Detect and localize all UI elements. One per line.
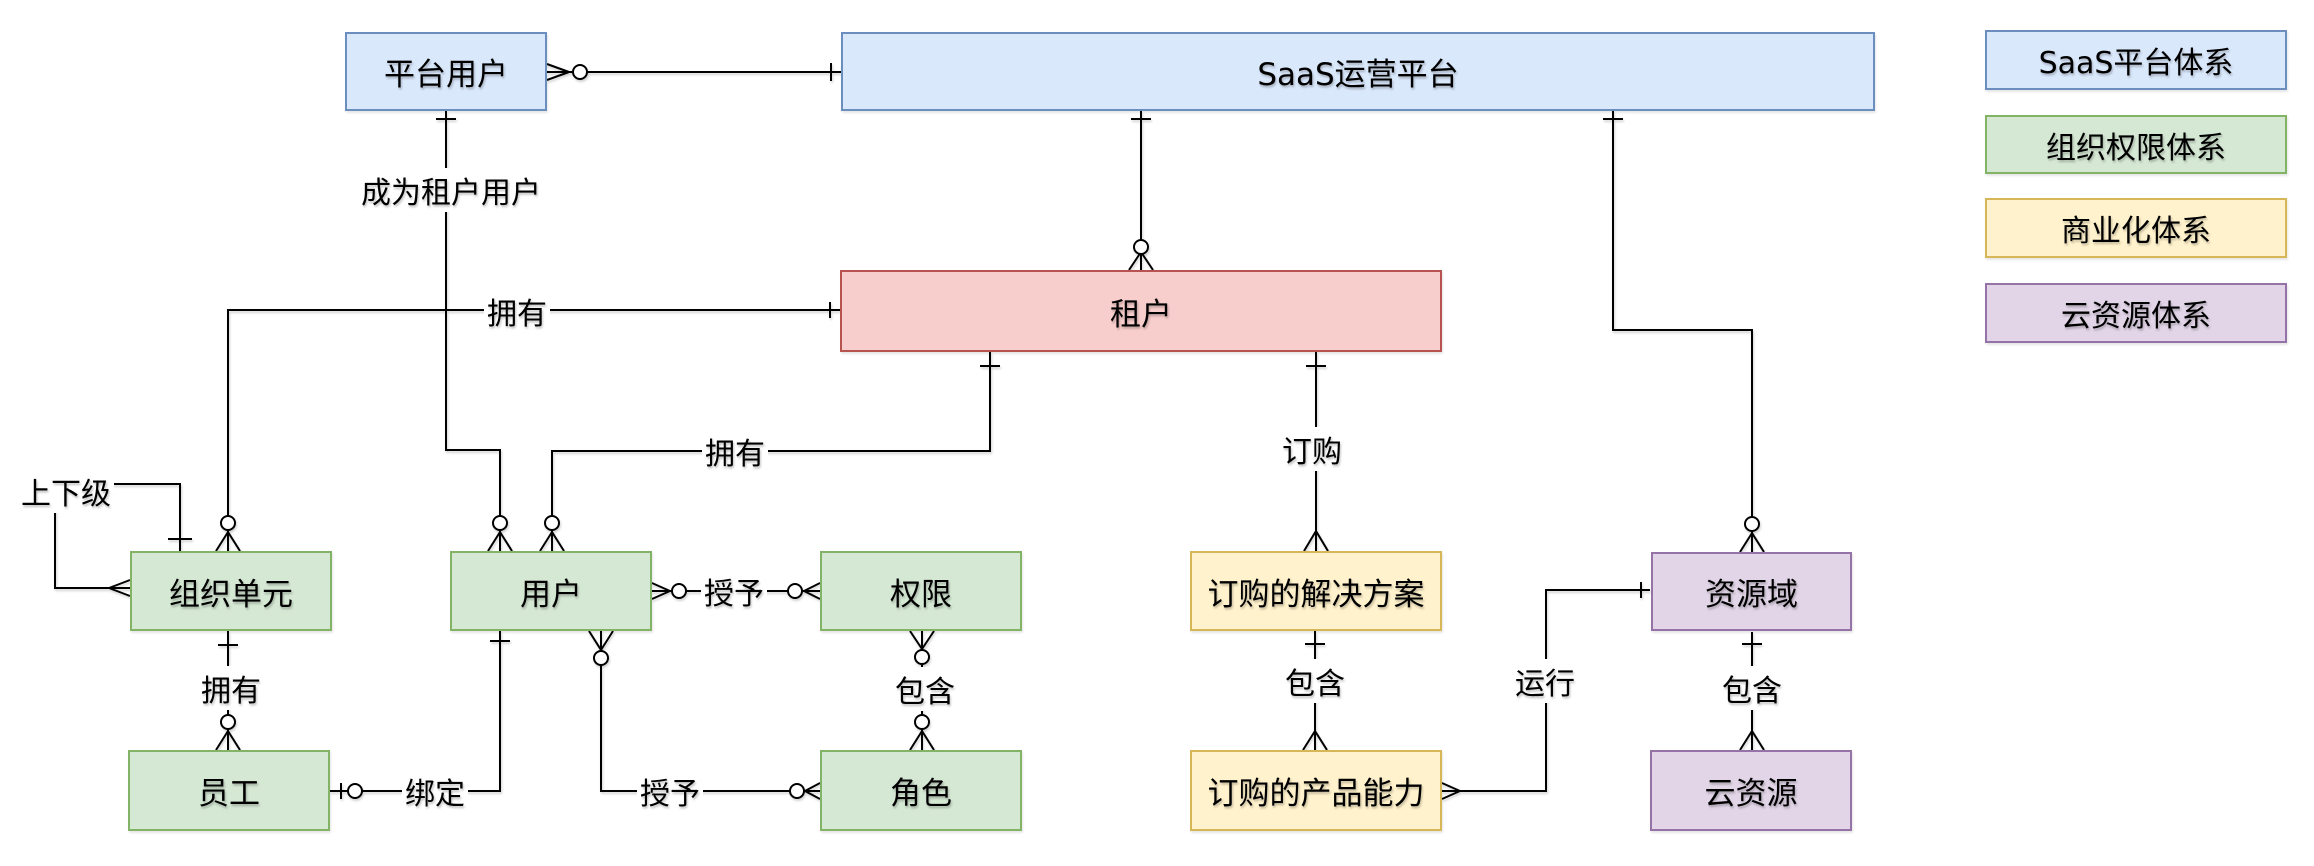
relation-label-subscribe: 订购 <box>1279 427 1345 471</box>
relation-label-bind: 绑定 <box>402 769 468 813</box>
relation-label-hierarchy: 上下级 <box>18 469 114 513</box>
legend-item-org-permission: 组织权限体系 <box>1985 115 2287 174</box>
entity-permission: 权限 <box>820 551 1022 631</box>
entity-tenant: 租户 <box>840 270 1442 352</box>
legend-item-saas-platform: SaaS平台体系 <box>1985 30 2287 90</box>
connector-platform-user-saas <box>546 63 841 81</box>
entity-cloud-resource-label: 云资源 <box>1704 776 1798 812</box>
entity-subscribed-solution: 订购的解决方案 <box>1190 551 1442 631</box>
relation-label-contain-role: 包含 <box>892 667 958 711</box>
entity-subscribed-solution-label: 订购的解决方案 <box>1207 576 1425 613</box>
entity-resource-domain: 资源域 <box>1651 552 1852 631</box>
entity-org-unit: 组织单元 <box>130 551 332 631</box>
relation-label-grant-role: 授予 <box>637 769 703 813</box>
entity-user-label: 用户 <box>520 576 582 613</box>
legend-item-cloud-resource-label: 云资源体系 <box>2061 299 2211 334</box>
relation-label-contain-cloud: 包含 <box>1719 666 1785 710</box>
relation-label-own-employee: 拥有 <box>198 666 264 710</box>
entity-role-label: 角色 <box>890 776 952 812</box>
legend-item-saas-platform-label: SaaS平台体系 <box>2038 46 2234 81</box>
entity-subscribed-capability: 订购的产品能力 <box>1190 750 1442 831</box>
connector-user-grant-role <box>588 630 821 800</box>
legend-item-commercialization-label: 商业化体系 <box>2061 214 2211 249</box>
entity-employee-label: 员工 <box>198 776 260 812</box>
entity-tenant-label: 租户 <box>1110 296 1172 333</box>
entity-org-unit-label: 组织单元 <box>169 576 293 613</box>
entity-role: 角色 <box>820 750 1022 831</box>
connector-org-unit-hierarchy <box>54 483 192 597</box>
connector-become-tenant-user <box>436 111 513 552</box>
relation-label-contain-capability: 包含 <box>1282 659 1348 703</box>
connector-tenant-own-user <box>539 352 1000 552</box>
connector-tenant-own-org-unit <box>215 302 840 552</box>
entity-employee: 员工 <box>128 750 330 831</box>
legend-item-org-permission-label: 组织权限体系 <box>2046 130 2226 166</box>
connector-saas-tenant <box>1128 111 1154 271</box>
entity-platform-user: 平台用户 <box>345 32 547 111</box>
entity-saas-platform-label: SaaS运营平台 <box>1257 57 1459 93</box>
entity-resource-domain-label: 资源域 <box>1705 577 1798 613</box>
relation-label-run: 运行 <box>1512 659 1578 703</box>
connector-employee-bind-user <box>330 631 510 799</box>
entity-permission-label: 权限 <box>890 576 952 613</box>
entity-user: 用户 <box>450 551 652 631</box>
legend-item-cloud-resource: 云资源体系 <box>1985 283 2287 343</box>
entity-subscribed-capability-label: 订购的产品能力 <box>1207 776 1425 812</box>
relation-label-become-tenant-user: 成为租户用户 <box>358 168 544 212</box>
relation-label-grant-permission: 授予 <box>701 569 767 613</box>
entity-saas-platform: SaaS运营平台 <box>841 32 1875 111</box>
connector-saas-resource-domain <box>1603 111 1765 553</box>
relation-label-own-org: 拥有 <box>484 289 550 333</box>
entity-cloud-resource: 云资源 <box>1650 750 1852 831</box>
legend-item-commercialization: 商业化体系 <box>1985 198 2287 258</box>
entity-platform-user-label: 平台用户 <box>384 57 508 93</box>
relation-label-own-user: 拥有 <box>702 429 768 473</box>
